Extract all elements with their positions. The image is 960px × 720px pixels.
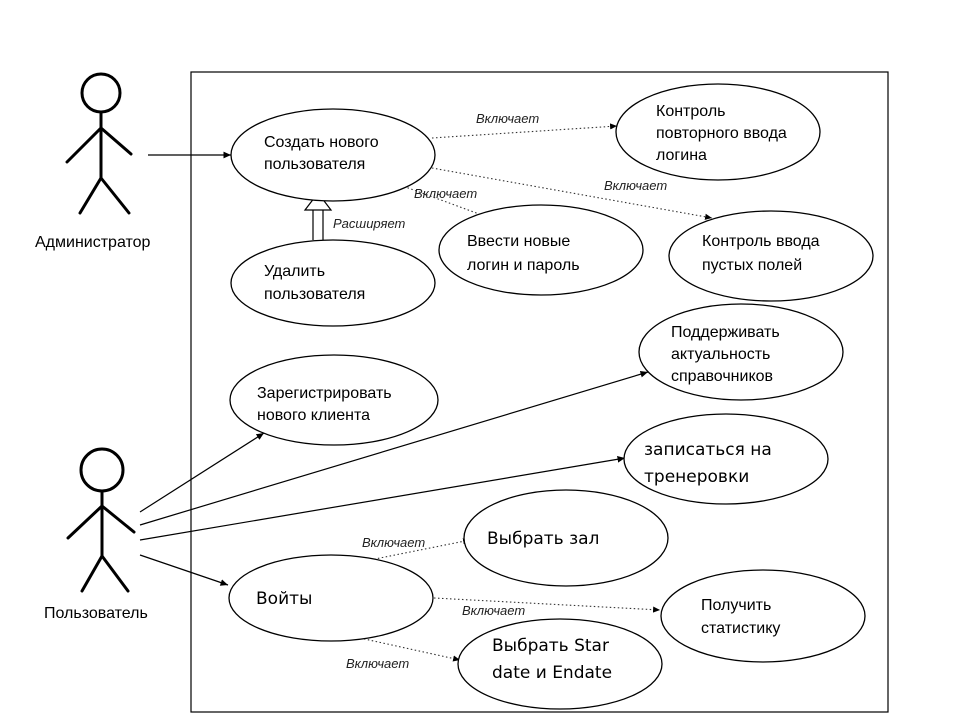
user-actor: [66, 447, 136, 593]
usecase-register-client-label: Зарегистрировать нового клиента: [257, 385, 396, 424]
include-label-1: Включает: [476, 111, 539, 126]
usecase-delete-user: [230, 239, 436, 327]
admin-actor-label: Администратор: [35, 234, 151, 251]
include-label-4: Включает: [362, 535, 425, 550]
usecase-login-label: Войты: [256, 589, 312, 609]
usecase-enter-login-password: [438, 204, 644, 296]
usecase-choose-dates: [457, 618, 663, 710]
usecase-choose-dates-label: Выбрать Star date и Endate: [492, 636, 614, 683]
usecase-maintain-directories-label: Поддерживать актуальность справочников: [671, 324, 784, 385]
usecase-sign-up-training-label: записаться на тренеровки: [644, 440, 777, 487]
usecase-sign-up-training: [623, 413, 829, 505]
usecase-check-empty-fields: [668, 210, 874, 302]
admin-actor: [65, 72, 133, 215]
usecase-check-repeat-login: [615, 83, 821, 181]
usecase-delete-user-label: Удалить пользователя: [264, 263, 365, 303]
assoc-user-login: [139, 554, 229, 586]
usecase-check-repeat-login-label: Контроль повторного ввода логина: [656, 103, 791, 164]
assoc-user-sign-up-training: [139, 455, 626, 541]
include-login-choose-hall: [369, 538, 471, 561]
usecase-get-statistics: [660, 569, 866, 663]
user-actor-label: Пользователь: [44, 605, 148, 622]
system-boundary: [190, 71, 889, 713]
assoc-user-maintain-directories: [139, 370, 649, 526]
include-login-choose-dates: [359, 637, 461, 662]
usecase-create-user-label: Создать нового пользователя: [264, 134, 383, 173]
usecase-register-client: [229, 354, 439, 446]
usecase-choose-hall-label: Выбрать зал: [487, 529, 599, 549]
include-label-2: Включает: [414, 186, 477, 201]
extend-label: Расширяет: [333, 216, 406, 231]
usecase-maintain-directories: [638, 303, 844, 401]
usecase-choose-hall: [463, 489, 669, 587]
usecase-enter-login-password-label: Ввести новые логин и пароль: [467, 233, 580, 274]
usecase-login: [228, 554, 434, 642]
include-label-5: Включает: [462, 603, 525, 618]
include-create-empty-fields: [431, 167, 713, 220]
include-label-6: Включает: [346, 656, 409, 671]
assoc-user-register-client: [139, 432, 265, 513]
include-create-repeat-login: [431, 123, 618, 139]
usecase-create-user: [230, 108, 436, 202]
usecase-check-empty-fields-label: Контроль ввода пустых полей: [702, 233, 824, 274]
include-login-statistics: [433, 597, 661, 613]
usecase-get-statistics-label: Получить статистику: [701, 597, 780, 637]
include-label-3: Включает: [604, 178, 667, 193]
